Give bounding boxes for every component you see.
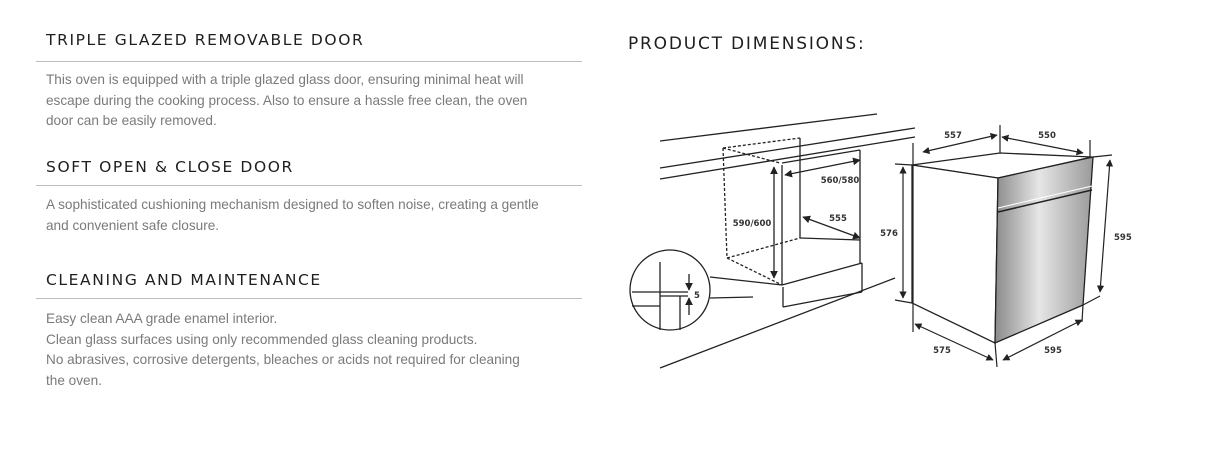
text-line: the oven. xyxy=(46,372,102,388)
text-line: door can be easily removed. xyxy=(46,113,217,128)
oven-top-width-label: 550 xyxy=(1038,131,1056,141)
product-dimensions-title: PRODUCT DIMENSIONS: xyxy=(628,34,866,54)
oven-drawing xyxy=(894,125,1114,368)
oven-front-height-label: 595 xyxy=(1114,233,1132,243)
heading-triple-glazed-door: TRIPLE GLAZED REMOVABLE DOOR xyxy=(46,31,365,49)
divider xyxy=(36,61,582,62)
oven-bottom-depth-label: 575 xyxy=(933,346,951,356)
text-line: escape during the cooking process. Also … xyxy=(46,92,528,108)
divider xyxy=(36,185,582,186)
oven-bottom-width-label: 595 xyxy=(1044,346,1062,356)
text-line: Easy clean AAA grade enamel interior. xyxy=(46,311,278,326)
triple-glazed-description: This oven is equipped with a triple glaz… xyxy=(46,70,576,132)
heading-cleaning-maintenance: CLEANING AND MAINTENANCE xyxy=(46,271,322,289)
soft-close-description: A sophisticated cushioning mechanism des… xyxy=(46,195,576,236)
oven-side-height-label: 576 xyxy=(880,229,898,239)
divider xyxy=(36,298,582,299)
text-line: Clean glass surfaces using only recommen… xyxy=(46,331,478,347)
cabinet-width-label: 560/580 xyxy=(821,176,860,186)
cabinet-height-label: 590/600 xyxy=(733,219,772,229)
cabinet-drawing xyxy=(629,113,916,369)
text-line: A sophisticated cushioning mechanism des… xyxy=(46,197,539,212)
text-line: and convenient safe closure. xyxy=(46,217,220,233)
text-line: No abrasives, corrosive detergents, blea… xyxy=(46,352,520,367)
text-line: This oven is equipped with a triple glaz… xyxy=(46,72,524,87)
heading-soft-close-door: SOFT OPEN & CLOSE DOOR xyxy=(46,158,294,176)
cabinet-depth-label: 555 xyxy=(829,214,847,224)
cleaning-description: Easy clean AAA grade enamel interior. Cl… xyxy=(46,309,576,391)
gap-label: 5 xyxy=(694,291,700,301)
oven-top-depth-label: 557 xyxy=(944,131,962,141)
